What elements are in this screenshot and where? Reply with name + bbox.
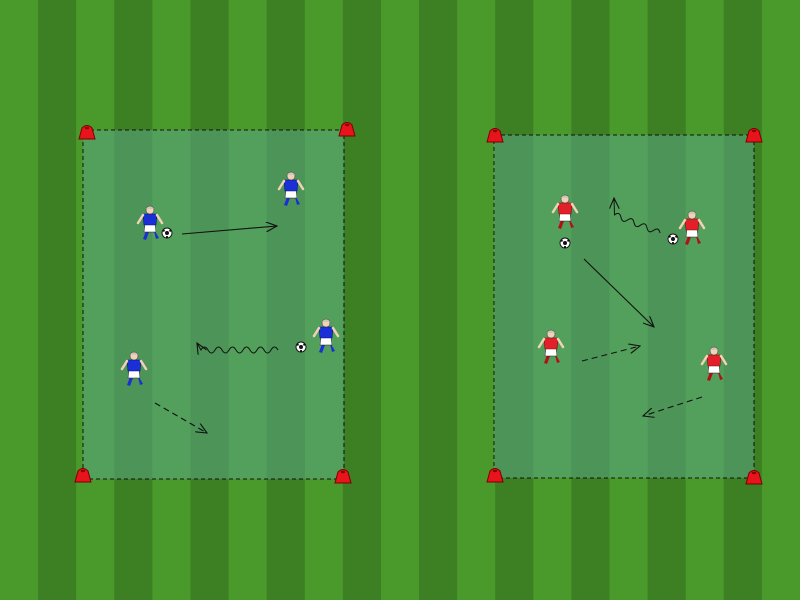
left-zone — [74, 122, 356, 484]
grass-stripe — [419, 0, 458, 600]
grass-stripe — [380, 0, 420, 600]
pass-arrow — [181, 226, 277, 235]
ball-icon — [161, 227, 173, 239]
right-zone-boundary — [493, 134, 755, 479]
left-zone-boundary — [82, 129, 345, 480]
run-arrow — [643, 396, 703, 416]
left-zone-area — [83, 130, 344, 479]
ball-icon — [667, 233, 679, 245]
right-zone-area — [494, 135, 754, 478]
grass-stripe — [38, 0, 77, 600]
ball-icon — [295, 341, 307, 353]
grass-stripe — [761, 0, 800, 600]
grass-stripe — [457, 0, 496, 600]
pass-arrow — [583, 258, 654, 327]
dribble-arrow — [614, 198, 661, 234]
grass-stripe — [342, 0, 382, 600]
right-zone — [486, 128, 763, 485]
dribble-arrow — [197, 343, 279, 353]
ball-icon — [559, 237, 571, 249]
grass-stripe — [0, 0, 39, 600]
run-arrow — [154, 402, 207, 433]
